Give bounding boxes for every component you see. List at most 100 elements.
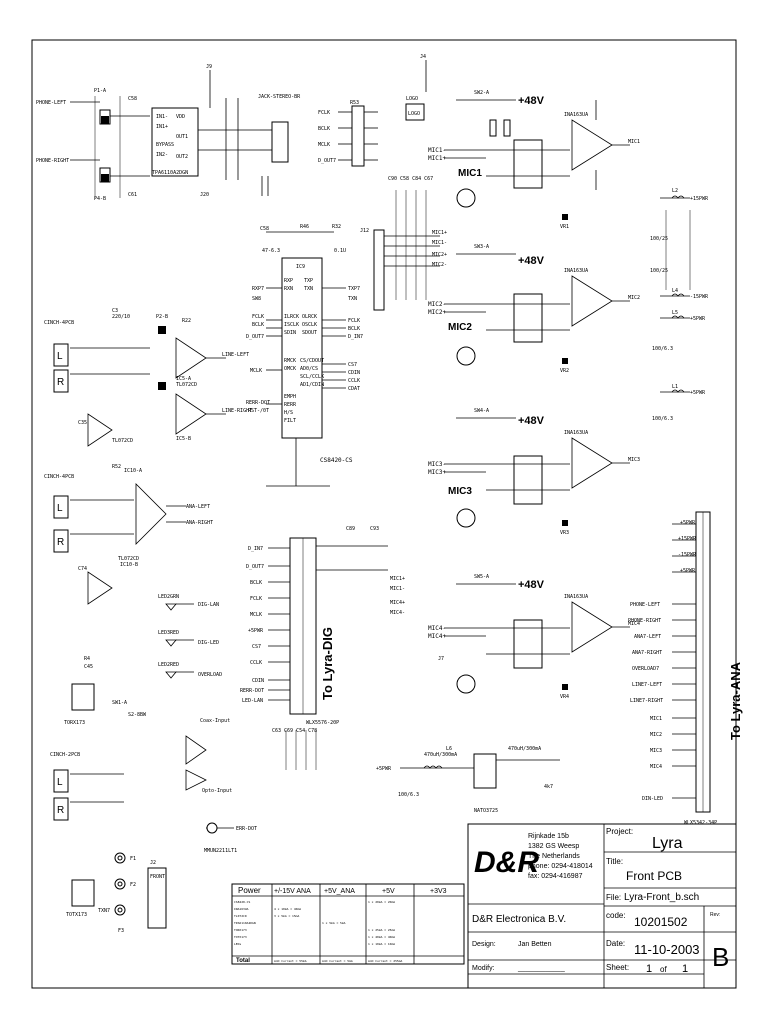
svg-text:MIC1-: MIC1- — [428, 147, 446, 154]
svg-text:MIC2+: MIC2+ — [432, 252, 447, 258]
dig-net-dout7: D_OUT7 — [246, 564, 264, 570]
company-name: D&R Electronica B.V. — [472, 914, 566, 925]
svg-text:D_IN7: D_IN7 — [348, 334, 363, 340]
svg-text:P1-A: P1-A — [94, 88, 106, 94]
dig-net-5pwr: +5PWR — [248, 628, 264, 634]
mic2-switch: SW3-A — [474, 244, 489, 250]
svg-text:MIC4+: MIC4+ — [390, 600, 405, 606]
svg-text:AD0/CS: AD0/CS — [300, 366, 318, 372]
svg-text:MIC4: MIC4 — [628, 621, 640, 627]
opamp-c-label: TL072CD — [118, 556, 139, 562]
svg-text:OLRCK: OLRCK — [302, 314, 317, 320]
svg-text:100/6.3: 100/6.3 — [652, 416, 673, 422]
mic1-vr: VR1 — [560, 224, 569, 230]
ana-net-5pwr-b: +5PWR — [680, 568, 696, 574]
svg-text:L4: L4 — [672, 288, 678, 294]
svg-text:C89: C89 — [346, 526, 355, 532]
to-ana-label: To Lyra-ANA — [728, 661, 743, 740]
svg-text:R32: R32 — [332, 224, 341, 230]
svg-text:MIC3+: MIC3+ — [428, 469, 446, 476]
svg-text:H/S: H/S — [284, 410, 293, 416]
svg-text:MCLK: MCLK — [250, 368, 262, 374]
rail-plus5a: +5PWR — [690, 316, 706, 322]
receiver-chip-label: CS8420-CS — [320, 457, 353, 464]
svg-text:ISCLK: ISCLK — [284, 322, 299, 328]
headphone-amp-chip-label: TPA6110A2DGN — [152, 170, 188, 176]
ana-net-mic3: MIC3 — [650, 748, 662, 754]
opamp-b-label: TL072CD — [112, 438, 133, 444]
svg-text:MIC2: MIC2 — [628, 295, 640, 301]
svg-text:S2-8BW: S2-8BW — [128, 712, 147, 718]
mic4-amp: INA163UA — [564, 594, 588, 600]
svg-text:220/10: 220/10 — [112, 314, 130, 320]
ana-net-overload7: OVERLOAD7 — [632, 666, 659, 672]
svg-text:IN1-: IN1- — [156, 114, 168, 120]
front-label: FRONT — [150, 874, 165, 880]
ana-connector: To Lyra-ANA WLX5342-34P +5PWR +15PWR -15… — [628, 511, 743, 826]
design-label: Design: — [472, 941, 496, 948]
mic3-switch: SW4-A — [474, 408, 489, 414]
svg-text:R4: R4 — [84, 656, 90, 662]
svg-text:C90 C58 C84 C67: C90 C58 C84 C67 — [388, 176, 433, 182]
svg-text:C93: C93 — [370, 526, 379, 532]
svg-text:J20: J20 — [200, 192, 209, 198]
svg-text:TXN7: TXN7 — [98, 908, 110, 914]
net-ana-right: ANA-RIGHT — [186, 520, 213, 526]
file-value: Lyra-Front_b.sch — [624, 892, 699, 903]
dig-net-mclk: MCLK — [250, 612, 262, 618]
mic4-switch: SW5-A — [474, 574, 489, 580]
svg-text:SDOUT: SDOUT — [302, 330, 317, 336]
svg-text:0.1U: 0.1U — [334, 248, 346, 254]
power-table: Power +/-15V ANA +5V_ANA +5V +3V3 CS8420… — [231, 883, 465, 965]
net-ana-left: ANA-LEFT — [186, 504, 210, 510]
power-header-4: +3V3 — [430, 888, 447, 895]
dig-net-cs7: CS7 — [252, 644, 261, 650]
svg-text:L5: L5 — [672, 310, 678, 316]
svg-text:VDD: VDD — [176, 114, 185, 120]
mic3-label: MIC3 — [448, 486, 472, 497]
dig-net-cdin: CDIN — [252, 678, 264, 684]
ana-net-ana7-right: ANA7-RIGHT — [632, 650, 662, 656]
svg-text:R: R — [57, 377, 64, 388]
svg-text:MIC2-: MIC2- — [432, 262, 447, 268]
project-label: Project: — [606, 827, 633, 836]
svg-text:MIC1+: MIC1+ — [428, 155, 446, 162]
svg-text:OUT2: OUT2 — [176, 154, 188, 160]
line-input-section: CINCH-4PCB L R LINE-LEFT LINE-RIGHT TL07… — [44, 308, 252, 447]
svg-text:IC5-B: IC5-B — [176, 436, 191, 442]
svg-text:R: R — [57, 805, 64, 816]
sheet-number: 1 — [646, 963, 652, 975]
ferrite-label: 470uH/300mA — [424, 752, 457, 758]
dr-logo: D&R — [474, 846, 539, 879]
net-phone-right: PHONE-RIGHT — [36, 158, 69, 164]
regulator-section: +5PWR 470uH/300mA L6 NATO3725 470uH/300m… — [376, 746, 560, 814]
rail-plus15: +15PWR — [690, 196, 709, 202]
svg-text:+5PWR: +5PWR — [376, 766, 392, 772]
to-dig-label: To Lyra-DIG — [320, 627, 335, 700]
svg-text:J9: J9 — [206, 64, 212, 70]
mic2-amp: INA163UA — [564, 268, 588, 274]
headphone-amp-section: PHONE-LEFT PHONE-RIGHT IN1-IN1+ BYPASSIN… — [36, 64, 301, 202]
svg-text:TXP7: TXP7 — [348, 286, 360, 292]
power-row-0-3: 1 x 20mA = 20mA — [368, 900, 395, 904]
svg-text:J4: J4 — [420, 54, 426, 60]
tx-label: TOTX173 — [66, 912, 87, 918]
svg-text:SW8: SW8 — [252, 296, 261, 302]
svg-text:R46: R46 — [300, 224, 309, 230]
ana-net-mic2: MIC2 — [650, 732, 662, 738]
fuse-1: F1 — [130, 856, 136, 862]
net-err-dot: ERR-DOT — [236, 826, 257, 832]
mic3-amp: INA163UA — [564, 430, 588, 436]
power-row-4-3: 1 x 25mA = 25mA — [368, 928, 395, 932]
address-line-1: Rijnkade 15b — [528, 833, 569, 840]
mic3-vr: VR3 — [560, 530, 569, 536]
power-row-6-0: LEDs — [234, 942, 241, 946]
svg-text:IC5-A: IC5-A — [176, 376, 191, 382]
mic2-vr: VR2 — [560, 368, 569, 374]
mic-channel-1: SW2-A +48V MIC1-MIC1+ MIC1 INA163UA MIC1… — [428, 90, 640, 230]
svg-text:C61: C61 — [128, 192, 137, 198]
svg-text:47-6.3: 47-6.3 — [262, 248, 280, 254]
cinch-a-label: CINCH-4PCB — [44, 320, 74, 326]
ana-net-mic1: MIC1 — [650, 716, 662, 722]
